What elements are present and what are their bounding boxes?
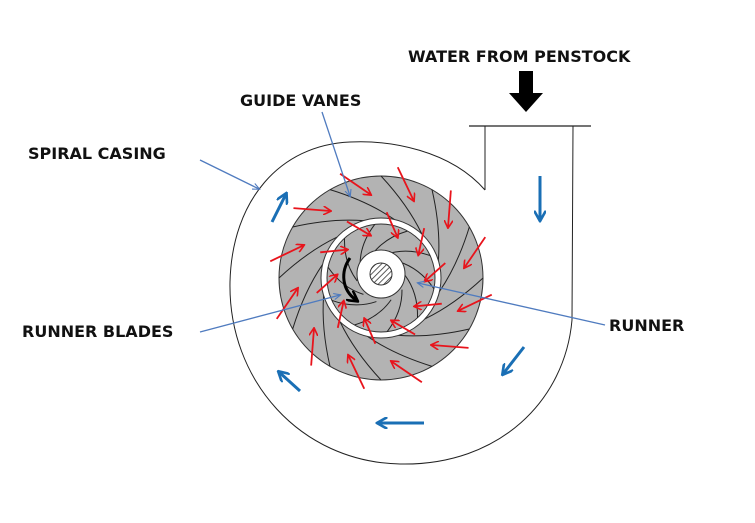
runner-blade — [354, 299, 392, 326]
inflow-arrow — [464, 236, 487, 268]
penstock-inflow-arrow — [509, 71, 543, 112]
inflow-arrow — [311, 329, 314, 366]
guide-vane — [380, 175, 423, 235]
inflow-arrow — [320, 250, 347, 253]
label-water-from-penstock: WATER FROM PENSTOCK — [408, 47, 631, 66]
guide-vane — [322, 295, 331, 367]
leader-spiral-casing — [199, 159, 259, 189]
flow-arrow — [503, 346, 526, 374]
spiral-casing — [229, 125, 591, 465]
inflow-arrow — [316, 275, 337, 294]
guide-vane — [439, 226, 470, 292]
inflow-arrow — [432, 345, 469, 348]
guide-vane — [339, 321, 382, 381]
label-runner: RUNNER — [609, 316, 684, 335]
guide-vane — [431, 189, 440, 261]
inflow-arrows — [269, 166, 493, 390]
inflow-arrow — [364, 319, 377, 345]
inflow-arrow — [458, 293, 493, 311]
inflow-arrow — [339, 172, 371, 195]
inflow-arrow — [391, 361, 423, 384]
inflow-arrow — [415, 304, 442, 307]
inflow-arrow — [385, 211, 398, 237]
guide-vane — [292, 264, 323, 330]
leader-runner-blades — [199, 295, 340, 333]
inflow-arrow — [346, 220, 371, 235]
guide-vane — [292, 219, 364, 228]
runner-blade — [404, 274, 419, 318]
label-runner-blades: RUNNER BLADES — [22, 322, 173, 341]
spiral-casing-outline — [229, 125, 574, 465]
casing-flow-arrows — [270, 176, 540, 423]
leader-lines — [199, 111, 606, 333]
shaft-hatched — [369, 262, 393, 286]
runner-blade — [386, 289, 403, 332]
guide-vane — [278, 236, 338, 279]
inflow-arrow — [418, 227, 426, 255]
guide-vanes — [278, 175, 484, 381]
runner-blade — [331, 299, 377, 306]
rotation-arrow — [342, 257, 356, 300]
inflow-arrow — [396, 166, 414, 200]
leader-runner — [418, 283, 606, 326]
inflow-arrow — [275, 288, 298, 320]
inflow-arrow — [293, 208, 330, 211]
inflow-arrow — [348, 355, 366, 390]
label-spiral-casing: SPIRAL CASING — [28, 144, 166, 163]
inflow-arrow — [425, 262, 446, 281]
runner — [326, 223, 436, 333]
guide-vane — [424, 277, 484, 320]
inflow-arrow — [448, 190, 451, 227]
guide-vane — [398, 328, 470, 337]
label-guide-vanes: GUIDE VANES — [240, 91, 361, 110]
flow-arrow — [279, 372, 302, 393]
flow-arrow — [270, 194, 286, 223]
inflow-arrow — [336, 301, 344, 329]
leader-guide-vanes — [321, 111, 350, 196]
inflow-arrow — [269, 245, 303, 263]
inflow-arrow — [392, 321, 416, 336]
